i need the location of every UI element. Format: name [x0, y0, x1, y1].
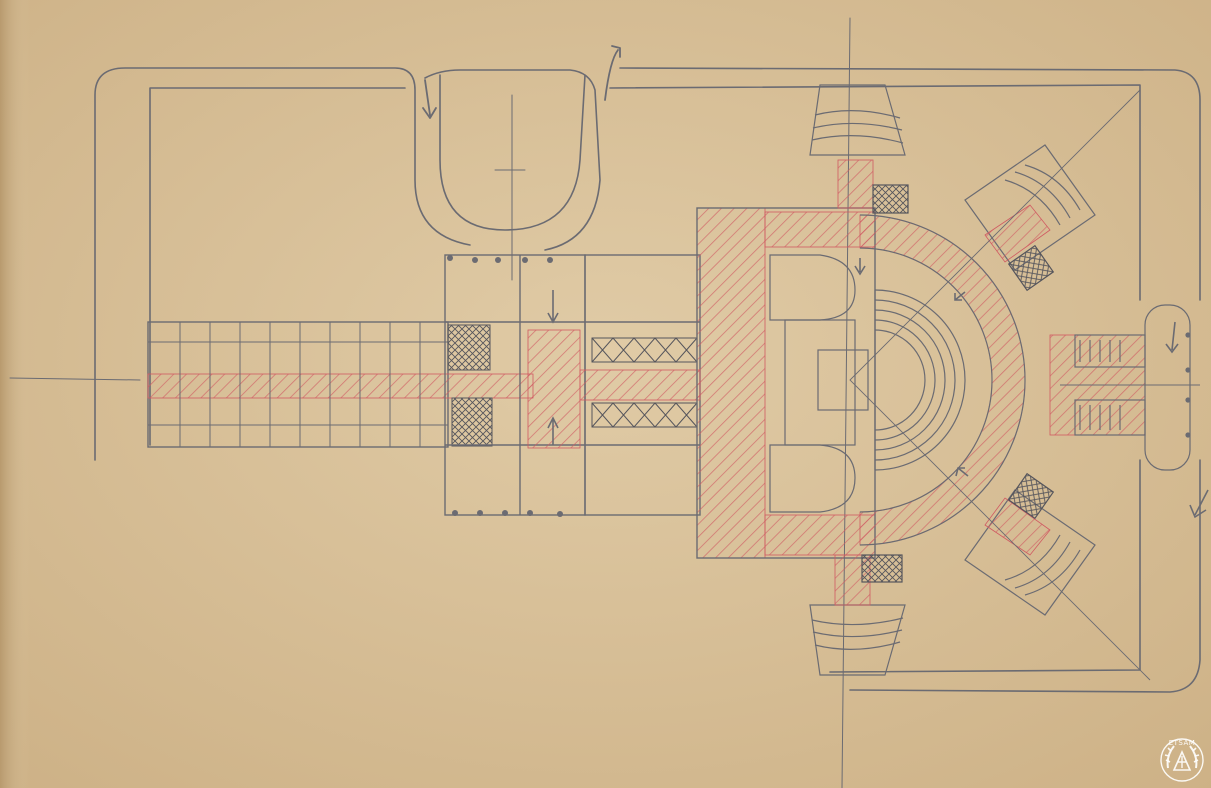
long-wing	[147, 321, 534, 448]
colonnade-dots	[447, 255, 563, 517]
page-binding-shadow	[0, 0, 30, 788]
radiating-wings	[809, 84, 1209, 681]
laurel-wreath-emblem-icon	[1160, 738, 1204, 782]
auditorium	[769, 214, 1026, 546]
transverse-hall	[696, 207, 876, 559]
etsam-stamp: ETSAM	[1156, 732, 1208, 784]
outer-road-outline	[94, 67, 1201, 461]
entry-arrow-icon	[422, 79, 437, 119]
stamp-label: ETSAM	[1168, 739, 1196, 747]
central-corridor	[527, 329, 581, 449]
inner-road-outline	[149, 69, 1141, 446]
u-drive-outline	[439, 74, 586, 231]
exit-arrow-icon	[604, 45, 621, 101]
